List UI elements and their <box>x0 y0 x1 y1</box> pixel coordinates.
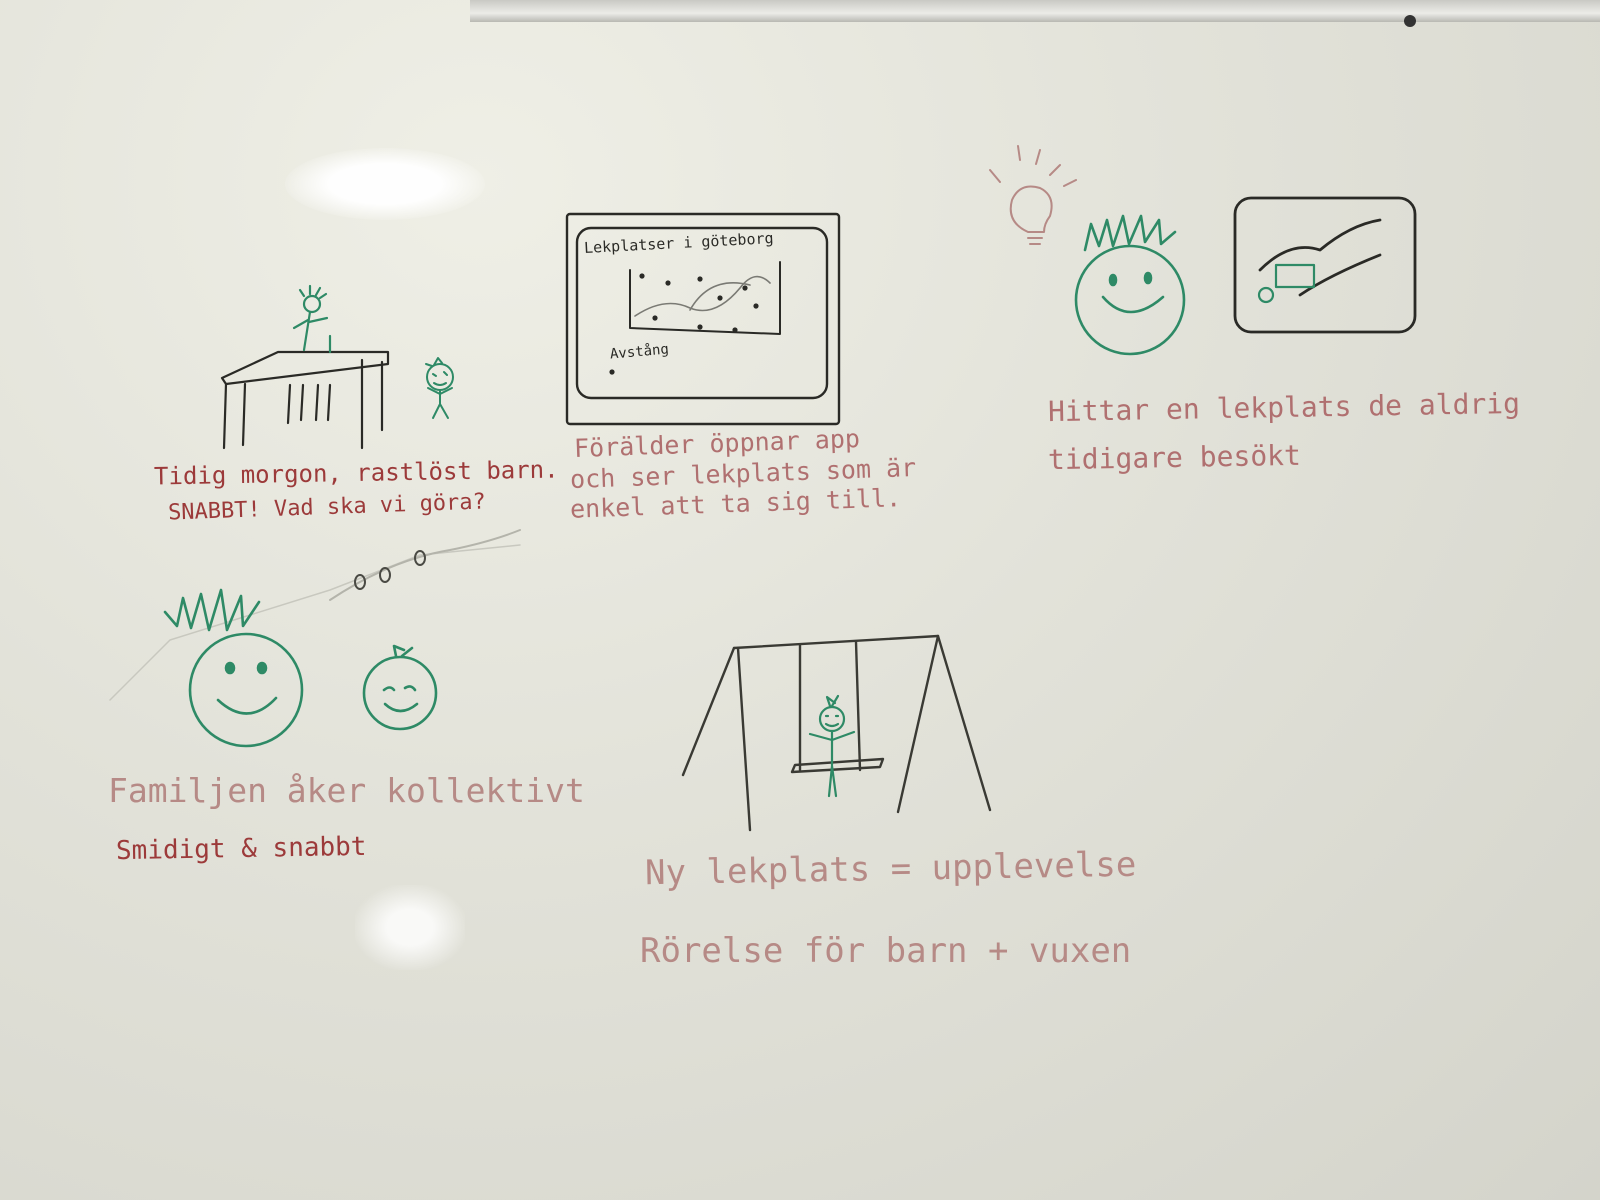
panel3-face <box>1074 214 1186 356</box>
panel4-caption-line1: Familjen åker kollektivt <box>108 771 585 810</box>
panel2-sketch <box>565 212 841 426</box>
whiteboard-frame <box>470 0 1600 22</box>
frame-screw <box>1404 15 1416 27</box>
panel4-caption-line2: Smidigt & snabbt <box>115 831 367 867</box>
panel5-caption-line2: Rörelse för barn + vuxen <box>640 931 1132 971</box>
panel4-sketch <box>109 529 521 748</box>
lightbulb-icon <box>989 145 1077 245</box>
panel3-phone <box>1233 196 1417 334</box>
panel5-swing <box>681 634 992 832</box>
panel5-caption-line1: Ny lekplats = upplevelse <box>644 844 1137 894</box>
panel3-caption-line2: tidigare besökt <box>1047 438 1302 477</box>
panel1-sketch <box>220 284 454 450</box>
light-reflection <box>285 148 485 220</box>
light-reflection-lower <box>355 885 465 970</box>
